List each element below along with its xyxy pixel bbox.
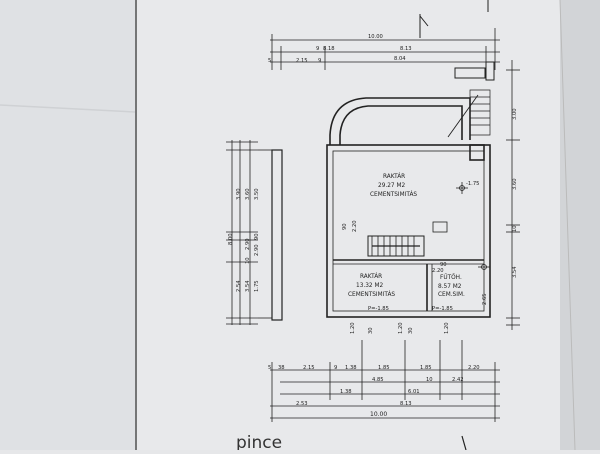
top-dim-r2-a: 9 — [316, 46, 319, 52]
bot-overall: 10.00 — [370, 411, 387, 418]
bot-r1-5: 1.38 — [345, 365, 357, 371]
top-dim-r2-c: 8.13 — [400, 46, 412, 52]
left-dim-c3: 2.90 — [254, 244, 260, 256]
room-3-area: 8.57 M2 — [438, 284, 462, 290]
opening-dim-2: 2.20 — [352, 220, 358, 232]
level-room-2: P=-1.85 — [368, 306, 389, 312]
left-dim-b4: 3.54 — [245, 280, 251, 292]
top-dim-r3-b: 2.15 — [296, 58, 308, 64]
left-dim-a1: 3.90 — [236, 188, 242, 200]
opening-dim-1: 90 — [342, 223, 348, 230]
room-3-floor: CEM.SIM. — [438, 292, 465, 298]
bot-r1-8: 2.20 — [468, 365, 480, 371]
level-markers — [456, 182, 490, 270]
room-2-label: RAKTÁR 13.32 M2 CEMENTSIMITÁS — [348, 273, 395, 298]
opening-dim-9: 1.20 — [444, 322, 450, 334]
bot-r1-3: 2.15 — [303, 365, 315, 371]
bottom-dimensions — [270, 340, 500, 422]
left-dim-b2: 2.90 — [245, 238, 251, 250]
bot-r1-7: 1.85 — [420, 365, 432, 371]
top-dim-r3-a: 5 — [268, 58, 271, 64]
bot-r2-1: 4.85 — [372, 377, 384, 383]
left-dim-c4: 1.75 — [254, 280, 260, 292]
room-1-floor: CEMENTSIMITÁS — [370, 191, 417, 198]
entrance-stair — [447, 89, 491, 138]
top-dim-r2-b: 8.18 — [323, 46, 335, 52]
room-1-label: RAKTÁR 29.27 M2 CEMENTSIMITÁS — [370, 173, 417, 198]
room-3-label: FŰTŐH. 8.57 M2 CEM.SIM. — [438, 274, 465, 298]
paper-left-shade — [0, 0, 135, 450]
opening-dim-8: 30 — [408, 327, 414, 334]
left-dim-c1: 3.50 — [254, 188, 260, 200]
basement-walls — [326, 61, 495, 318]
bot-r2-3: 2.42 — [452, 377, 464, 383]
bot-r1-6: 1.85 — [378, 365, 390, 371]
bot-r4-1: 2.53 — [296, 401, 308, 407]
room-1-area: 29.27 M2 — [378, 183, 405, 189]
top-dim-r3-c: 9 — [318, 58, 321, 64]
left-dim-overall: 8.00 — [228, 233, 234, 245]
paper-fold — [0, 104, 136, 113]
right-dim-1: 3.00 — [512, 108, 518, 120]
section-marker — [461, 435, 467, 451]
bot-r1-1: 5 — [268, 365, 271, 371]
left-dim-b3: 10 — [245, 257, 251, 264]
opening-dim-3: 90 — [440, 262, 447, 268]
interior-stair — [367, 221, 448, 257]
paper-edge — [559, 0, 576, 451]
left-dimensions — [226, 140, 283, 325]
right-dim-2: 3.60 — [512, 178, 518, 190]
left-dim-c2: 90 — [254, 233, 260, 240]
top-dim-overall: 10.00 — [368, 34, 383, 40]
room-2-area: 13.32 M2 — [356, 283, 383, 289]
room-1-name: RAKTÁR — [383, 173, 405, 180]
bot-r2-2: 10 — [426, 377, 433, 383]
bot-r1-4: 9 — [334, 365, 337, 371]
room-3-name: FŰTŐH. — [440, 274, 462, 281]
plan-title: pince — [236, 433, 282, 450]
opening-dim-6: 30 — [368, 327, 374, 334]
bot-r4-2: 8.13 — [400, 401, 412, 407]
left-dim-b1: 3.60 — [245, 188, 251, 200]
top-north-marker — [419, 0, 489, 27]
bot-r1-2: 38 — [278, 365, 285, 371]
right-dim-3: 10 — [512, 225, 518, 232]
opening-dim-7: 1.20 — [398, 322, 404, 334]
opening-dim-5: 1.20 — [350, 322, 356, 334]
level-room-1: -1.75 — [466, 181, 479, 187]
opening-dim-4: 2.20 — [432, 268, 444, 274]
right-dim-5: 2.65 — [482, 293, 488, 305]
room-2-floor: CEMENTSIMITÁS — [348, 291, 395, 298]
bot-r3-2: 6.01 — [408, 389, 420, 395]
paper-right-shade — [560, 0, 600, 450]
bot-r3-1: 1.38 — [340, 389, 352, 395]
level-room-3: P=-1.85 — [432, 306, 453, 312]
room-2-name: RAKTÁR — [360, 273, 382, 280]
right-dim-4: 3.54 — [512, 266, 518, 278]
left-dim-a2: 2.54 — [236, 280, 242, 292]
right-dimensions — [506, 60, 520, 330]
top-dim-r3-d: 8.04 — [394, 56, 406, 62]
